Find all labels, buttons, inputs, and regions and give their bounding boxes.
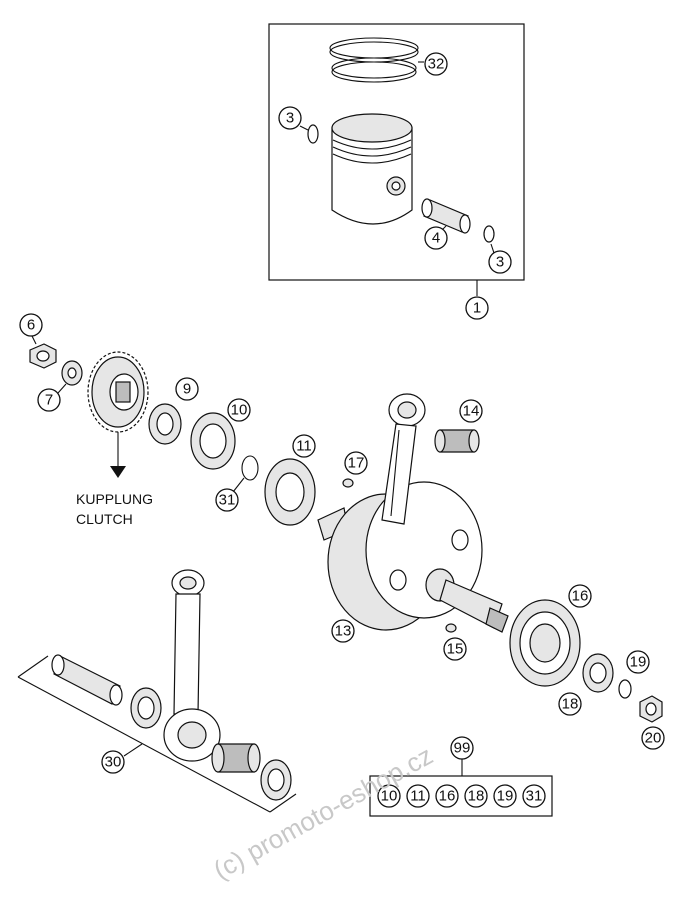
callout-19[interactable]: 19 [626,650,650,674]
svg-text:15: 15 [447,641,464,658]
piston-kit-frame [268,23,525,281]
woodruff-key-17 [342,478,354,488]
callout-9[interactable]: 9 [175,377,199,401]
svg-text:3: 3 [496,254,504,271]
svg-text:99: 99 [454,740,471,757]
callout-6[interactable]: 6 [19,313,43,337]
washer-7 [61,360,83,386]
kit-crank-pin [51,654,123,706]
svg-text:13: 13 [335,623,352,640]
callout-3-left[interactable]: 3 [278,106,302,130]
kit-99-item-31[interactable]: 31 [522,784,546,808]
kit-thrust-washer-right [260,759,292,801]
svg-text:20: 20 [645,730,662,747]
svg-text:19: 19 [630,654,647,671]
svg-text:14: 14 [463,403,480,420]
kit-99-item-18[interactable]: 18 [464,784,488,808]
svg-text:6: 6 [27,317,35,334]
main-bearing-11 [264,458,316,526]
callout-13[interactable]: 13 [331,619,355,643]
svg-text:7: 7 [45,392,53,409]
kit-99-item-16[interactable]: 16 [435,784,459,808]
needle-bearing-14 [434,429,480,453]
nut-20 [639,695,663,723]
svg-text:9: 9 [183,381,191,398]
clutch-arrow-head [110,466,126,478]
svg-text:10: 10 [231,402,248,419]
woodruff-key-15 [445,623,457,633]
callout-31[interactable]: 31 [215,488,239,512]
callout-15[interactable]: 15 [443,637,467,661]
svg-text:16: 16 [439,788,456,805]
callout-14[interactable]: 14 [459,399,483,423]
svg-text:3: 3 [286,110,294,127]
callout-16[interactable]: 16 [568,584,592,608]
shaft-seal-18 [582,653,614,693]
callout-18[interactable]: 18 [558,692,582,716]
kit-99-item-19[interactable]: 19 [493,784,517,808]
callout-7[interactable]: 7 [37,388,61,412]
piston-kit-group: 32 3 4 3 1 [268,23,525,320]
callout-32[interactable]: 32 [424,52,448,76]
spacer-9 [148,403,182,445]
clutch-label-line2: CLUTCH [76,511,133,527]
svg-text:10: 10 [381,788,398,805]
nut-6 [29,343,57,369]
callout-30[interactable]: 30 [101,750,125,774]
callout-1[interactable]: 1 [465,296,489,320]
shaft-seal-10 [190,412,236,470]
svg-text:11: 11 [296,438,312,455]
svg-text:31: 31 [219,492,236,509]
svg-text:16: 16 [572,588,589,605]
svg-text:31: 31 [526,788,543,805]
callout-20[interactable]: 20 [641,726,665,750]
svg-text:11: 11 [410,788,426,805]
callout-3-right[interactable]: 3 [488,250,512,274]
connecting-rod [381,393,426,525]
circlip-19 [618,679,632,699]
conrod-kit-group: 30 [17,569,297,813]
primary-gear [87,351,149,433]
piston [331,113,413,225]
callout-17[interactable]: 17 [344,451,368,475]
main-bearing-16 [509,599,581,687]
svg-text:19: 19 [497,788,514,805]
svg-text:32: 32 [428,56,445,73]
svg-text:30: 30 [105,754,122,771]
svg-text:17: 17 [348,455,365,472]
callout-4[interactable]: 4 [424,226,448,250]
kit-connecting-rod [163,569,221,762]
clutch-label-line1: KUPPLUNG [76,491,153,507]
bearing-kit-99: 99 10 11 16 18 19 31 [369,736,553,817]
piston-pin [421,198,471,234]
crankshaft-13 [317,481,509,633]
kit-99-item-10[interactable]: 10 [377,784,401,808]
svg-text:18: 18 [562,696,579,713]
svg-text:4: 4 [432,230,440,247]
svg-text:18: 18 [468,788,485,805]
kit-99-frame [369,775,553,817]
circlip-right [483,225,495,243]
o-ring-31 [241,455,259,481]
callout-99[interactable]: 99 [450,736,474,760]
kit-thrust-washer-left [130,687,162,729]
kit-needle-bearing [211,743,261,773]
callout-10[interactable]: 10 [227,398,251,422]
piston-rings [329,37,419,83]
circlip-left [307,124,319,144]
kit-99-item-11[interactable]: 11 [406,784,430,808]
callout-11[interactable]: 11 [292,434,316,458]
svg-text:1: 1 [473,300,481,317]
